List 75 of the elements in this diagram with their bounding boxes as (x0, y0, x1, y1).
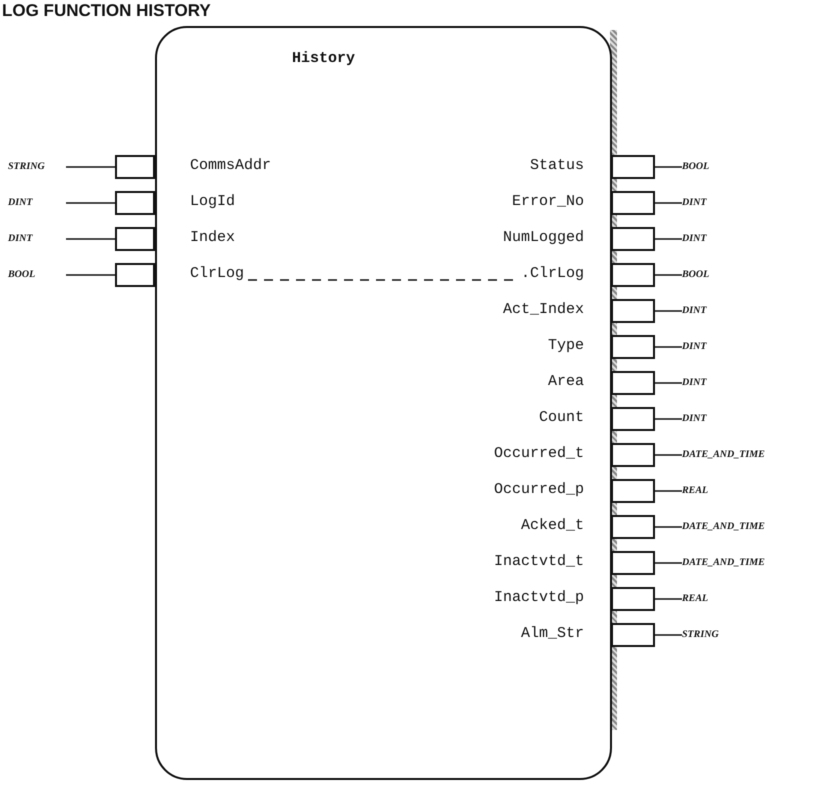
data-type-label: DINT (682, 412, 706, 426)
connector-line (655, 418, 682, 420)
connector-line (66, 166, 115, 168)
data-type-label: BOOL (8, 268, 66, 282)
pin-box (611, 587, 655, 611)
connector-line (655, 454, 682, 456)
connector-line (655, 274, 682, 276)
connector-line (655, 634, 682, 636)
pin-box (611, 299, 655, 323)
connector-line (655, 562, 682, 564)
pin-name: Error_No (512, 193, 584, 211)
pin-box (611, 335, 655, 359)
data-type-label: DINT (682, 232, 706, 246)
data-type-label: DINT (8, 196, 66, 210)
pin-name: Type (548, 337, 584, 355)
pin-name: NumLogged (502, 229, 584, 247)
pin-name: Occurred_t (494, 445, 584, 463)
connector-line (655, 310, 682, 312)
data-type-label: DATE_AND_TIME (682, 520, 765, 534)
connector-line (66, 202, 115, 204)
pin-box (611, 227, 655, 251)
connector-line (655, 382, 682, 384)
data-type-label: DINT (682, 340, 706, 354)
pin-box (611, 191, 655, 215)
data-type-label: REAL (682, 592, 708, 606)
pin-name: Status (530, 157, 584, 175)
connector-line (66, 238, 115, 240)
data-type-label: REAL (682, 484, 708, 498)
pin-name: CommsAddr (190, 157, 272, 175)
pin-box (115, 263, 155, 287)
pin-name: Inactvtd_p (494, 589, 584, 607)
pin-name: LogId (190, 193, 236, 211)
pin-name: Alm_Str (520, 625, 584, 643)
connector-line (655, 526, 682, 528)
connector-line (655, 346, 682, 348)
connector-line (655, 490, 682, 492)
data-type-label: DINT (682, 376, 706, 390)
data-type-label: BOOL (682, 268, 710, 282)
pin-box (611, 371, 655, 395)
pin-box (611, 263, 655, 287)
connector-line (66, 274, 115, 276)
pin-box (611, 443, 655, 467)
pin-name: ClrLog (190, 265, 244, 283)
pin-box (611, 623, 655, 647)
connector-line (655, 166, 682, 168)
page-title: LOG FUNCTION HISTORY (2, 1, 211, 21)
pin-box (611, 551, 655, 575)
pin-box (115, 227, 155, 251)
data-type-label: DINT (682, 304, 706, 318)
connector-line (655, 598, 682, 600)
block-title: History (292, 50, 356, 67)
data-type-label: STRING (8, 160, 66, 174)
pin-box (611, 407, 655, 431)
data-type-label: DINT (8, 232, 66, 246)
pin-name: .ClrLog (520, 265, 584, 283)
pin-box (115, 191, 155, 215)
pin-name: Acked_t (520, 517, 584, 535)
data-type-label: DATE_AND_TIME (682, 556, 765, 570)
pin-box (115, 155, 155, 179)
pin-name: Index (190, 229, 236, 247)
function-block (155, 26, 612, 780)
connector-line (655, 238, 682, 240)
pin-box (611, 479, 655, 503)
pin-box (611, 155, 655, 179)
pin-name: Occurred_p (494, 481, 584, 499)
pin-name: Inactvtd_t (494, 553, 584, 571)
data-type-label: BOOL (682, 160, 710, 174)
connector-line (655, 202, 682, 204)
pin-name: Area (548, 373, 584, 391)
data-type-label: DINT (682, 196, 706, 210)
pin-box (611, 515, 655, 539)
data-type-label: STRING (682, 628, 719, 642)
data-type-label: DATE_AND_TIME (682, 448, 765, 462)
pin-name: Count (538, 409, 584, 427)
pin-name: Act_Index (502, 301, 584, 319)
